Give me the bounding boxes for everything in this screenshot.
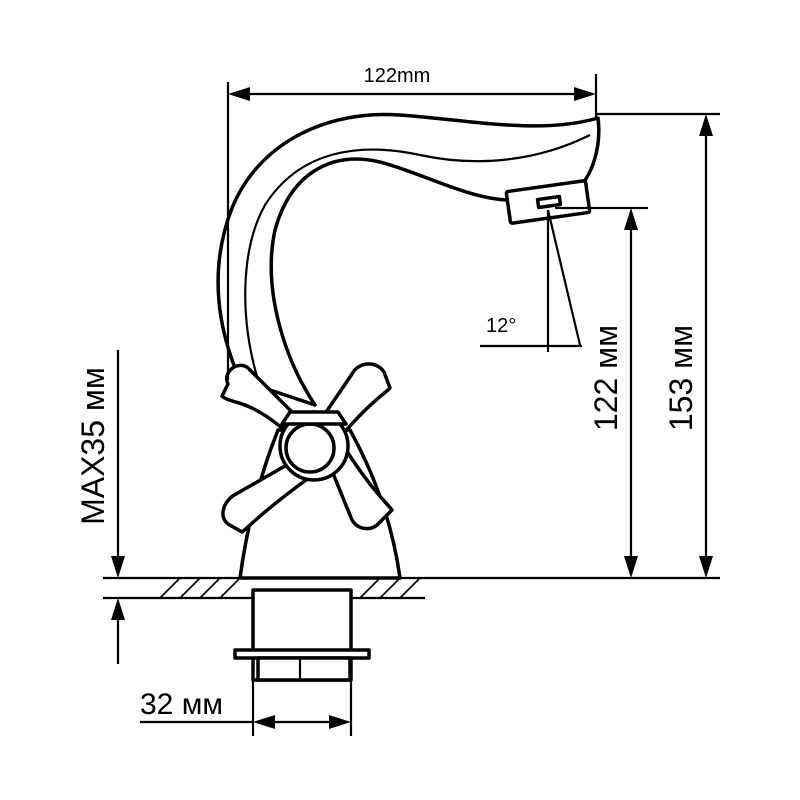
dimension-total-height: 153 мм	[596, 112, 720, 578]
mounting-stem	[233, 588, 371, 682]
angle-label: 12°	[486, 315, 516, 337]
dimension-spout-reach: 122mm	[226, 65, 598, 380]
cross-handle[interactable]	[220, 362, 394, 534]
mount-diameter-label: 32 мм	[140, 688, 223, 721]
outlet-height-label: 122 мм	[588, 325, 624, 431]
faucet-spout	[216, 112, 601, 407]
dimension-max-thickness: MAX35 мм	[75, 350, 125, 664]
dimension-angle: 12°	[480, 209, 582, 352]
dimension-outlet-height: 122 мм	[555, 206, 648, 578]
spout-reach-label: 122mm	[364, 65, 431, 87]
countertop	[103, 576, 720, 600]
dimension-mount-diameter: 32 мм	[140, 680, 353, 736]
total-height-label: 153 мм	[663, 325, 699, 431]
max-thickness-label: MAX35 мм	[75, 367, 111, 525]
